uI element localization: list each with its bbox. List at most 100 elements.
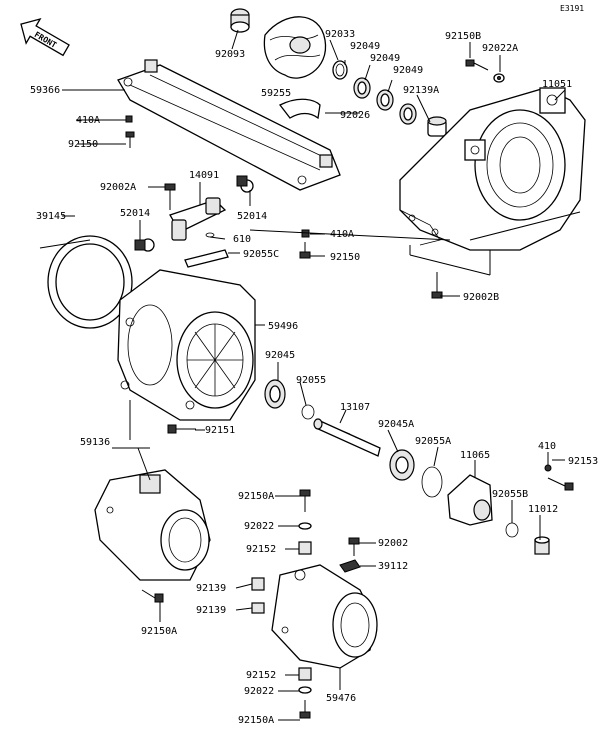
cap-92093-drawing <box>230 8 250 33</box>
leader-lines <box>39 29 581 721</box>
callout-59496: 59496 <box>268 321 298 332</box>
callout-92045a: 92045A <box>378 419 414 430</box>
shaft-13107-drawing <box>313 418 381 457</box>
nozzle-59136-drawing <box>94 469 211 581</box>
callout-92055c: 92055C <box>243 249 279 260</box>
callout-11012: 11012 <box>528 504 558 515</box>
nut-410-drawing <box>544 464 552 472</box>
callout-92139-b: 92139 <box>196 605 226 616</box>
ball-joint-52014b-drawing <box>236 175 254 193</box>
bolt-92002b-drawing <box>431 272 443 299</box>
callout-92150a-bot: 92150A <box>238 715 274 726</box>
callout-410a-mid: 410A <box>330 229 354 240</box>
callout-92026: 92026 <box>340 110 370 121</box>
callout-92002b: 92002B <box>463 292 499 303</box>
bolt-92002a-drawing <box>164 183 176 210</box>
bolt-92150b-drawing <box>465 59 489 71</box>
callout-92045: 92045 <box>265 350 295 361</box>
callout-59366: 59366 <box>30 85 60 96</box>
callout-92150-mid: 92150 <box>330 252 360 263</box>
bolt-92002-drawing <box>348 537 360 556</box>
callout-92139-a: 92139 <box>196 583 226 594</box>
plug-11012-drawing <box>534 536 550 555</box>
callout-92049-c: 92049 <box>393 65 423 76</box>
callout-92022-bot: 92022 <box>244 686 274 697</box>
callout-92153: 92153 <box>568 456 598 467</box>
callout-92152-top: 92152 <box>246 544 276 555</box>
steering-nozzle-59476-drawing <box>271 564 378 669</box>
bearing-92045a-drawing <box>389 449 415 481</box>
bolt-92150a-bot-drawing <box>299 700 311 719</box>
o-ring-92055a-drawing <box>421 466 443 498</box>
seal-rings-drawing <box>332 60 417 125</box>
callout-92150b: 92150B <box>445 31 481 42</box>
ring-39145-drawing <box>47 235 133 329</box>
callout-410: 410 <box>538 441 556 452</box>
stator-59496-drawing <box>117 269 256 421</box>
bushing-92139-a-drawing <box>251 577 265 591</box>
callout-59255: 59255 <box>261 88 291 99</box>
callout-92152-bot: 92152 <box>246 670 276 681</box>
callout-14091: 14091 <box>189 170 219 181</box>
washer-92022a-drawing <box>493 73 505 83</box>
bolt-92150a-left-drawing <box>141 589 164 603</box>
callout-92049-b: 92049 <box>370 53 400 64</box>
callout-59476: 59476 <box>326 693 356 704</box>
bolt-92151-drawing <box>167 424 196 434</box>
washer-92022-bot-drawing <box>298 686 312 694</box>
callout-labels: 92093 92033 92049 92049 92049 92150B 920… <box>30 29 598 726</box>
impeller-59255-drawing <box>263 16 327 79</box>
nut-410a-top-drawing <box>125 115 133 123</box>
callout-92033: 92033 <box>325 29 355 40</box>
callout-92150a-top: 92150A <box>238 491 274 502</box>
collar-92152-bot-drawing <box>298 667 312 681</box>
collar-92152-top-drawing <box>298 541 312 555</box>
bearing-92045-drawing <box>264 379 286 409</box>
o-ring-610-drawing <box>205 232 215 238</box>
callout-410a-top: 410A <box>76 115 100 126</box>
callout-92022a: 92022A <box>482 43 518 54</box>
pump-case-11051-drawing <box>399 87 586 251</box>
callout-92055: 92055 <box>296 375 326 386</box>
callout-52014-a: 52014 <box>120 208 150 219</box>
o-ring-92055b-drawing <box>505 522 519 538</box>
callout-92055a: 92055A <box>415 436 451 447</box>
callout-11051: 11051 <box>542 79 572 90</box>
diagram-code: E3191 <box>560 4 584 13</box>
callout-92139a: 92139A <box>403 85 439 96</box>
bushing-92139a-drawing <box>427 116 447 137</box>
callout-92049-a: 92049 <box>350 41 380 52</box>
callout-52014-b: 52014 <box>237 211 267 222</box>
callout-92002: 92002 <box>378 538 408 549</box>
washer-92022-top-drawing <box>298 522 312 530</box>
callout-92002a: 92002A <box>100 182 136 193</box>
callout-92055b: 92055B <box>492 489 528 500</box>
ball-joint-52014a-drawing <box>134 238 155 252</box>
cap-11065-drawing <box>447 474 493 526</box>
o-ring-92055-drawing <box>301 404 315 420</box>
nut-410a-mid-drawing <box>301 229 310 238</box>
callout-59136: 59136 <box>80 437 110 448</box>
callout-92150a-left: 92150A <box>141 626 177 637</box>
bushing-92139-b-drawing <box>251 602 265 614</box>
deflector-92026-drawing <box>279 98 321 120</box>
callout-92022-top: 92022 <box>244 521 274 532</box>
gasket-92055c-drawing <box>184 249 229 268</box>
callout-92151: 92151 <box>205 425 235 436</box>
ride-plate-59366-drawing <box>117 59 341 191</box>
front-arrow-icon: FRONT <box>20 17 70 57</box>
bolt-92150a-top-drawing <box>299 489 311 512</box>
callout-92150-top: 92150 <box>68 139 98 150</box>
callout-39145: 39145 <box>36 211 66 222</box>
steering-link-14091-drawing <box>169 197 227 241</box>
callout-39112: 39112 <box>378 561 408 572</box>
arm-39112-drawing <box>339 559 361 573</box>
bolt-92150-top-drawing <box>125 131 135 148</box>
callout-11065: 11065 <box>460 450 490 461</box>
callout-610: 610 <box>233 234 251 245</box>
bolt-92150-mid-drawing <box>299 242 311 259</box>
callout-13107: 13107 <box>340 402 370 413</box>
callout-92093: 92093 <box>215 49 245 60</box>
bolt-92153-drawing <box>547 477 574 491</box>
